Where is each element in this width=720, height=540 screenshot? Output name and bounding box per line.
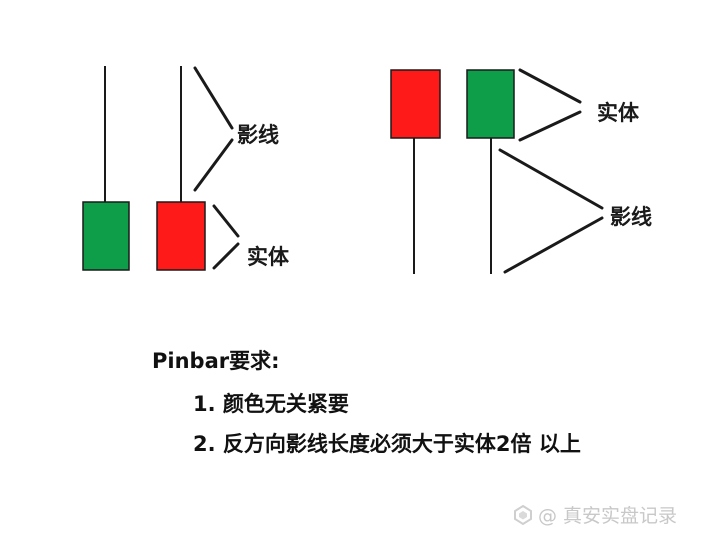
right-body-pointer bbox=[518, 68, 582, 142]
left-candle-green bbox=[82, 66, 130, 271]
left-candle-red bbox=[156, 66, 206, 271]
left-body-label: 实体 bbox=[247, 245, 290, 269]
left-candle-green-body bbox=[82, 201, 130, 271]
left-body-pointer bbox=[212, 204, 240, 270]
right-candle-red-body bbox=[390, 69, 441, 139]
right-candle-green-body bbox=[466, 69, 515, 139]
right-candle-red bbox=[390, 69, 441, 274]
left-wick-pointer bbox=[193, 66, 234, 192]
right-wick-pointer bbox=[498, 148, 604, 274]
right-body-label: 实体 bbox=[597, 101, 640, 125]
requirement-item-1: 1. 颜色无关紧要 bbox=[193, 392, 349, 416]
requirement-item-2: 2. 反方向影线长度必须大于实体2倍 以上 bbox=[193, 432, 581, 456]
watermark: @ 真安实盘记录 bbox=[512, 501, 677, 528]
right-candle-green bbox=[466, 69, 515, 274]
left-candle-red-body bbox=[156, 201, 206, 271]
watermark-text: @ 真安实盘记录 bbox=[538, 505, 678, 527]
watermark-logo-icon bbox=[514, 504, 532, 525]
requirements-title: Pinbar要求: bbox=[152, 349, 280, 373]
left-wick-label: 影线 bbox=[237, 123, 279, 147]
right-wick-label: 影线 bbox=[610, 205, 652, 229]
